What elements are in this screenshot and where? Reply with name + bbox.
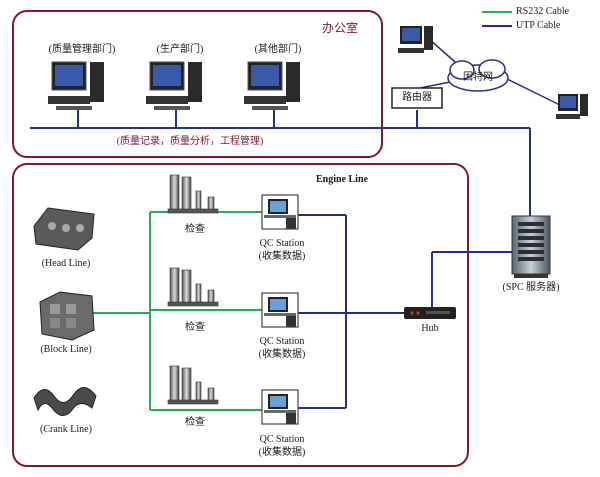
crank-line-label: (Crank Line) [40,424,92,435]
internet-cloud [447,59,509,92]
department-label-production: (生产部门) [156,44,204,55]
block-line-label: (Block Line) [40,344,92,355]
office-box [12,10,383,158]
remote-computer-2 [556,94,588,119]
qc-station-label-2: QC Station [259,336,305,347]
head-line-label: (Head Line) [41,258,91,269]
office-functions: (质量记录，质量分析，工程管理) [116,136,264,147]
office-title: 办公室 [322,21,359,35]
inspection-label-2: 检查 [185,322,205,333]
department-label-quality: (质量管理部门) [48,44,116,55]
qc-station-sub-2: (收集数据) [258,349,306,360]
qc-station-label-3: QC Station [259,434,305,445]
inspection-label-3: 检查 [185,417,205,428]
engine-line-title: Engine Line [316,174,368,185]
office-computers [48,61,300,110]
hub-device [404,307,456,319]
qc-station-sub-1: (收集数据) [258,251,306,262]
legend-utp-label: UTP Cable [516,20,561,31]
hub-label: Hub [421,323,439,334]
head-line-part [33,207,95,251]
qc-station-sub-3: (收集数据) [258,447,306,458]
router-box [391,87,443,109]
crank-line-part [33,387,97,416]
qc-stations [261,194,299,425]
inspection-label-1: 检查 [185,224,205,235]
spc-server-label: (SPC 服务器) [502,282,560,293]
remote-computer-1 [398,26,433,53]
router-label: 路由器 [402,92,432,103]
qc-station-label-1: QC Station [259,238,305,249]
engine-line-box [12,163,469,467]
legend-rs232-label: RS232 Cable [516,6,570,17]
legend [482,11,512,27]
inspection-gauges [167,174,219,405]
department-label-other: (其他部门) [254,44,302,55]
block-line-part [39,291,95,341]
spc-server [511,215,551,278]
internet-label: 因特网 [463,72,493,83]
